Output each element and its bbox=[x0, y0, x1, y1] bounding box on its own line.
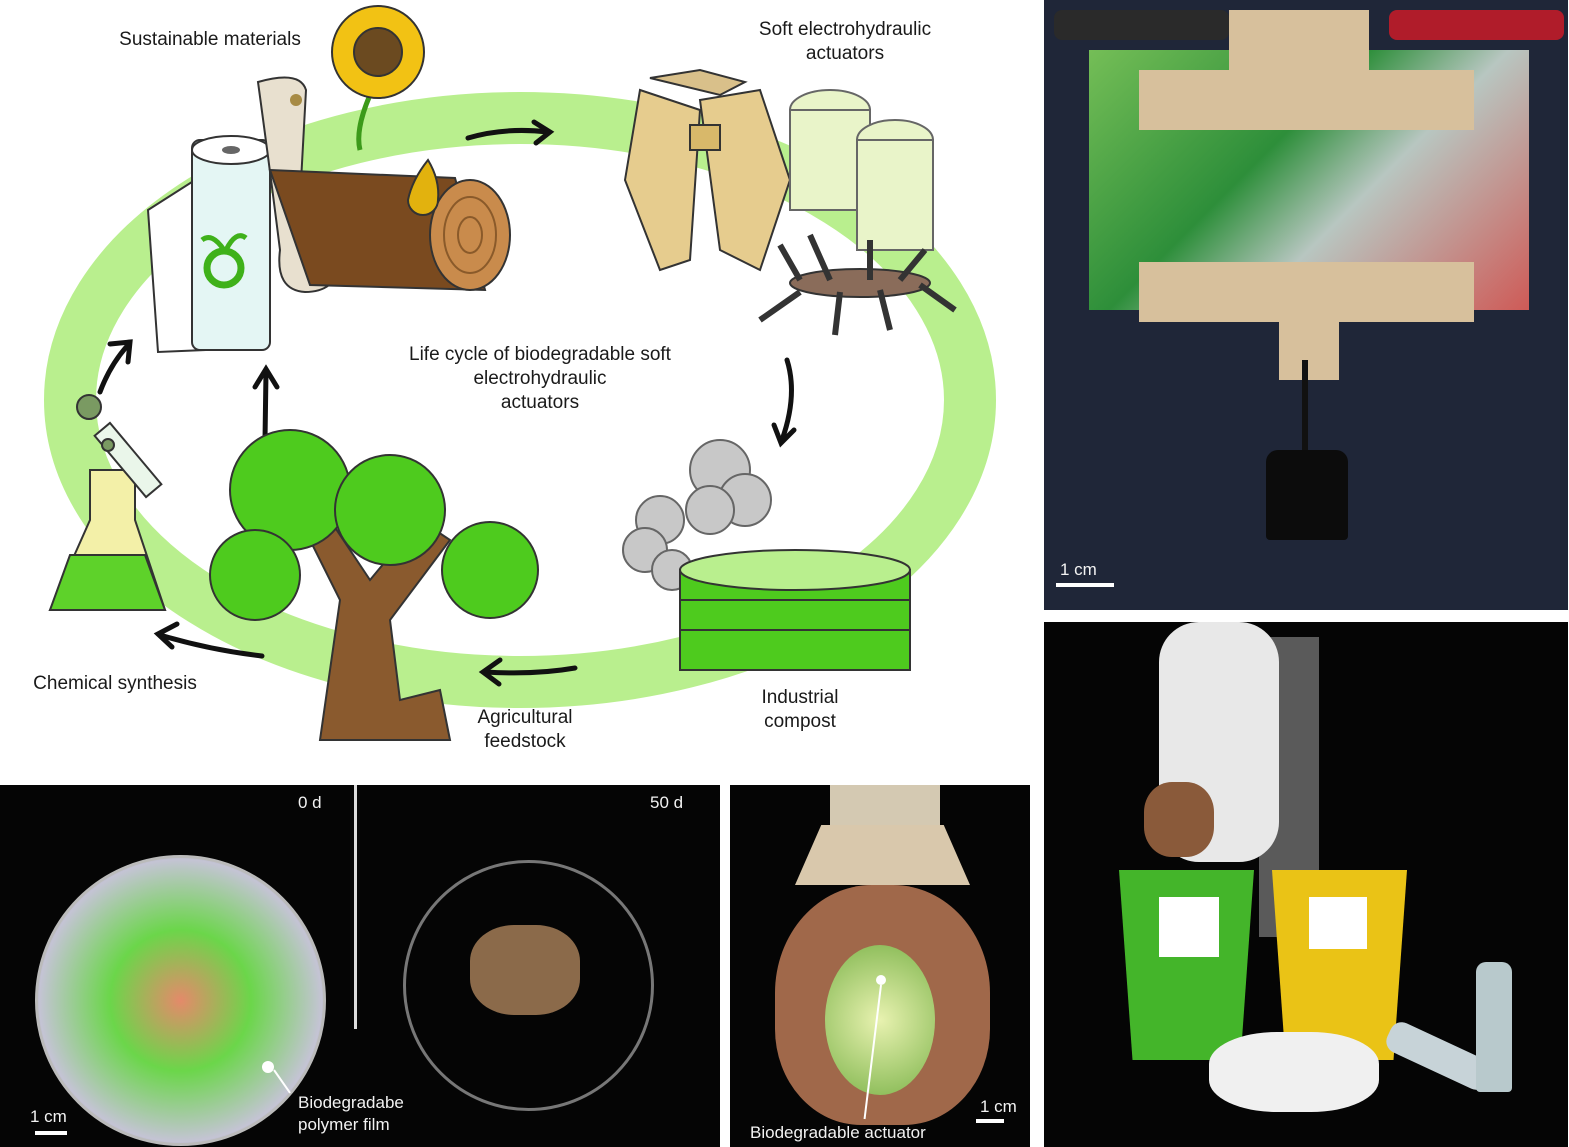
center-label-line3: actuators bbox=[500, 392, 580, 413]
label-feedstock-line2: feedstock bbox=[484, 731, 566, 752]
wood-frame-bottom bbox=[1139, 262, 1474, 322]
robot-gripper bbox=[1144, 782, 1214, 857]
compost-silo-icon bbox=[679, 549, 911, 671]
sunflower-icon bbox=[331, 5, 425, 151]
photo-compost: 0 d 50 d Biodegradabe polymer film 1 cm bbox=[0, 785, 720, 1147]
callout-dot bbox=[876, 975, 886, 985]
scale-label: 1 cm bbox=[1060, 560, 1097, 579]
label-chemical-synthesis: Chemical synthesis bbox=[33, 673, 197, 694]
clamp-right bbox=[1389, 10, 1564, 40]
label-actuators-line2: actuators bbox=[805, 43, 885, 64]
calibration-weight bbox=[1266, 450, 1348, 540]
paper-roll-icon bbox=[146, 135, 271, 354]
cycle-arrows bbox=[97, 119, 797, 687]
gripper-top-plate bbox=[795, 825, 970, 885]
stacked-actuators-icon bbox=[789, 89, 934, 251]
callout-dot bbox=[262, 1061, 274, 1073]
gripper-actuator-icon bbox=[623, 68, 792, 272]
recycle-sign bbox=[1159, 897, 1219, 957]
lifecycle-illustration bbox=[44, 5, 996, 741]
wood-frame-top-tab bbox=[1229, 10, 1369, 75]
label-actuators-line1: Soft electrohydraulic bbox=[758, 19, 932, 40]
standing-bottle bbox=[1476, 962, 1512, 1092]
waste-sign bbox=[1309, 897, 1367, 949]
label-sustainable-materials: Sustainable materials bbox=[119, 29, 301, 50]
scale-bar bbox=[976, 1119, 1004, 1123]
degraded-residue bbox=[470, 925, 580, 1015]
center-label-line2: electrohydraulic bbox=[473, 368, 607, 389]
tree-icon bbox=[209, 429, 539, 741]
scale-label: 1 cm bbox=[30, 1107, 67, 1126]
photo-gripper: Biodegradable actuator 1 cm bbox=[730, 785, 1030, 1147]
weight-hook bbox=[1302, 360, 1308, 450]
scale-bar bbox=[1056, 583, 1114, 587]
wood-frame-bottom-tab bbox=[1279, 320, 1339, 380]
insect-robot-icon bbox=[758, 233, 957, 336]
lifecycle-diagram: Sustainable materials Soft electrohydrau… bbox=[0, 0, 1030, 780]
clamp-left bbox=[1054, 10, 1229, 40]
divider bbox=[354, 785, 357, 1029]
photo-robot-sorting bbox=[1044, 622, 1568, 1147]
label-compost-line2: compost bbox=[764, 711, 836, 732]
grasped-lettuce bbox=[825, 945, 935, 1095]
petri-dish-start bbox=[35, 855, 326, 1146]
gripper-mount bbox=[830, 785, 940, 825]
flask-icon bbox=[48, 394, 167, 611]
time-start-label: 0 d bbox=[298, 793, 322, 812]
time-end-label: 50 d bbox=[650, 793, 684, 812]
wood-frame-top bbox=[1139, 70, 1474, 130]
steam-clouds-icon bbox=[622, 439, 772, 591]
wood-log-icon bbox=[268, 158, 511, 292]
actuator-label: Biodegradable actuator bbox=[750, 1123, 926, 1142]
center-label-line1: Life cycle of biodegradable soft bbox=[409, 344, 671, 365]
label-feedstock-line1: Agricultural bbox=[477, 707, 573, 728]
label-compost-line1: Industrial bbox=[761, 687, 839, 708]
paper-waste bbox=[1209, 1032, 1379, 1112]
cycle-ring bbox=[44, 92, 996, 708]
scale-bar bbox=[35, 1131, 67, 1135]
film-label-line1: Biodegradabe bbox=[298, 1093, 404, 1112]
scale-label: 1 cm bbox=[980, 1097, 1017, 1116]
film-label-line2: polymer film bbox=[298, 1115, 390, 1134]
photo-load-test: 1 cm bbox=[1044, 0, 1568, 610]
